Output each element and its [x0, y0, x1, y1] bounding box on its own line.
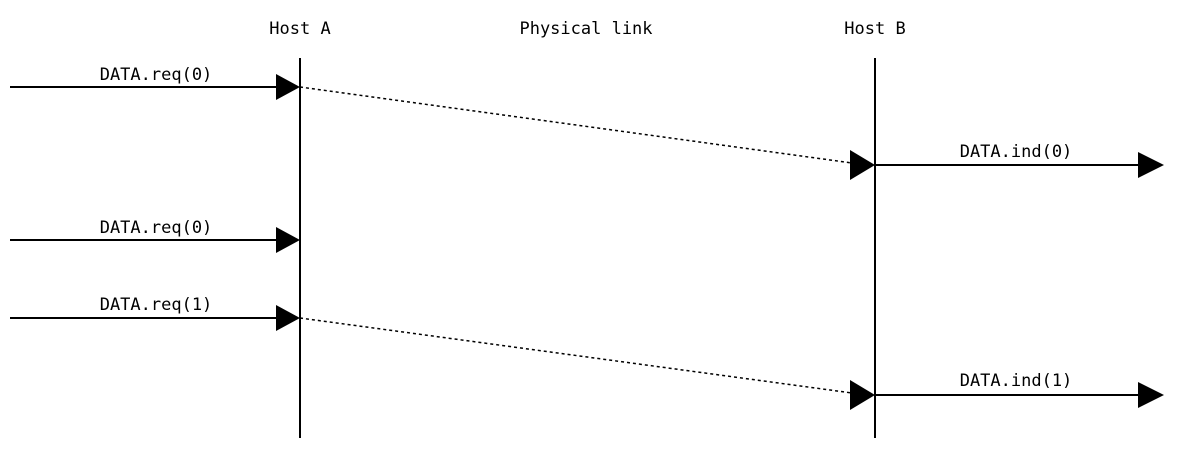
frame-transfer-1 [299, 86, 853, 164]
indication-label-1: DATA.ind(0) [960, 142, 1073, 162]
frame-arrowhead-1 [850, 150, 875, 180]
indication-arrowhead-2 [1138, 382, 1164, 408]
header-physical-link: Physical link [519, 19, 652, 39]
request-label-1: DATA.req(0) [100, 65, 213, 85]
request-label-2: DATA.req(0) [100, 218, 213, 238]
request-arrowhead-2 [276, 227, 300, 253]
request-arrowhead-1 [276, 74, 300, 100]
request-arrowhead-3 [276, 305, 300, 331]
frame-transfer-2 [299, 317, 853, 394]
header-host-a: Host A [269, 19, 330, 39]
header-host-b: Host B [844, 19, 905, 39]
request-label-3: DATA.req(1) [100, 295, 213, 315]
frame-arrowhead-2 [850, 380, 875, 410]
indication-label-2: DATA.ind(1) [960, 371, 1073, 391]
indication-arrowhead-1 [1138, 152, 1164, 178]
